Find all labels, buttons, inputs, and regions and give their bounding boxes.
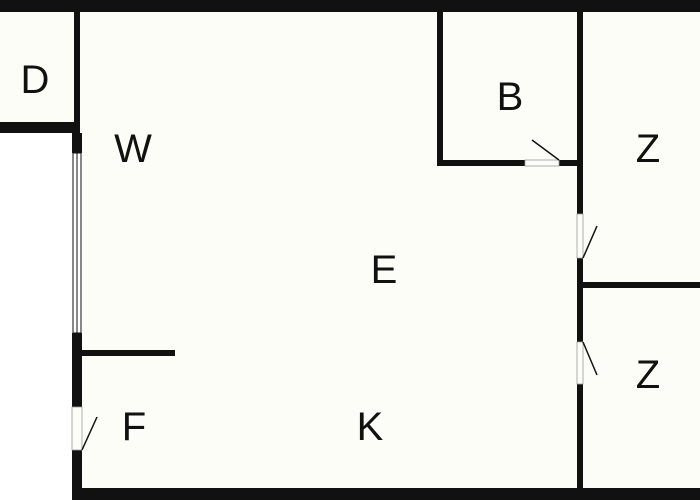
room-label-w: W xyxy=(114,127,152,171)
wall-d-bottom xyxy=(0,122,80,133)
room-labels: D W B Z E Z F K xyxy=(21,58,661,449)
wall-d-right xyxy=(74,12,80,122)
wall-top xyxy=(0,0,700,12)
floor-main-area xyxy=(80,12,577,488)
door-b-opening xyxy=(524,159,560,167)
door-f-opening xyxy=(71,406,83,451)
wall-b-left xyxy=(437,12,443,166)
room-label-f: F xyxy=(122,405,146,449)
floor-areas xyxy=(0,12,700,488)
room-label-z-lower: Z xyxy=(636,353,660,397)
door-z-lower xyxy=(576,341,598,385)
wall-f-top xyxy=(80,350,175,356)
wall-left-bottom xyxy=(72,450,82,500)
window-left xyxy=(72,152,82,334)
wall-right-top xyxy=(577,12,583,214)
wall-left-lower xyxy=(72,333,82,407)
room-label-z-upper: Z xyxy=(636,127,660,171)
door-z-lower-opening xyxy=(576,341,584,385)
wall-right-bottom xyxy=(577,384,583,494)
room-label-e: E xyxy=(371,248,398,292)
door-z-upper-leaf xyxy=(582,225,598,259)
wall-b-bottom-left xyxy=(437,160,525,166)
wall-b-bottom-right xyxy=(559,160,583,166)
floor-room-z-upper xyxy=(583,12,700,282)
wall-left-upper xyxy=(72,133,82,153)
door-z-lower-leaf xyxy=(582,341,598,376)
wall-bottom xyxy=(74,488,700,500)
floor-room-z-lower xyxy=(583,288,700,488)
door-b-leaf xyxy=(531,139,560,161)
wall-z-divider xyxy=(583,282,700,288)
door-f-leaf xyxy=(81,416,98,451)
room-label-d: D xyxy=(21,58,50,102)
room-label-k: K xyxy=(357,405,384,449)
door-z-upper-opening xyxy=(576,213,584,259)
door-f xyxy=(71,406,98,451)
wall-right-middle xyxy=(577,258,583,342)
door-b xyxy=(524,139,560,167)
room-label-b: B xyxy=(497,75,524,119)
door-z-upper xyxy=(576,213,598,259)
floor-room-d xyxy=(0,12,74,122)
